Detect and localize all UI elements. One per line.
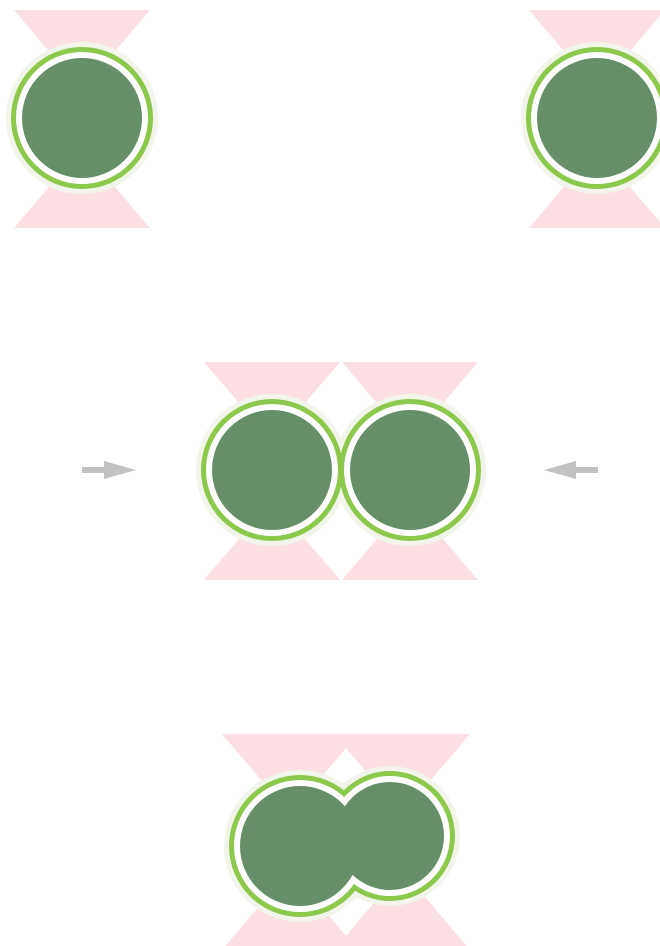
droplet-core	[537, 58, 657, 178]
droplet-core	[22, 58, 142, 178]
stage-merging	[222, 734, 470, 946]
stage-separated	[6, 10, 660, 228]
merged-core-right	[336, 782, 444, 890]
droplet-right	[521, 10, 660, 228]
stage-approaching	[82, 362, 598, 580]
arrow-right-icon	[82, 461, 136, 479]
droplet-core-right	[350, 410, 470, 530]
arrow-left-icon	[544, 461, 598, 479]
droplet-core-left	[212, 410, 332, 530]
droplet-left	[6, 10, 158, 228]
